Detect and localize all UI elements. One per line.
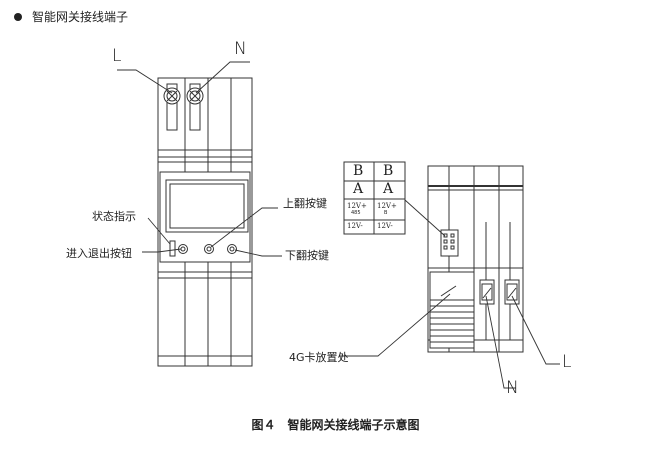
table-cell-12vplus-2: 12V+ [377, 202, 397, 210]
section-heading-text: 智能网关接线端子 [32, 10, 129, 24]
table-cell-a-2: A [383, 181, 394, 197]
status-indicator-icon [169, 240, 176, 257]
label-l-right: L [562, 352, 572, 372]
section-heading: 智能网关接线端子 [14, 8, 128, 25]
terminal-table-grid [343, 161, 406, 235]
label-n-top: N [234, 39, 247, 59]
leader-lines-right [340, 199, 560, 389]
table-cell-12vminus-2: 12V- [377, 222, 393, 230]
table-cell-12vplus-sub-2: B [384, 210, 388, 216]
table-cell-12vplus-1: 12V+ [347, 202, 367, 210]
label-down-key: 下翻按键 [285, 249, 329, 262]
terminal-screw-right-L-icon [504, 279, 520, 305]
label-enter-exit-button: 进入退出按钮 [66, 247, 132, 260]
label-up-key: 上翻按键 [283, 197, 327, 210]
label-n-bottom: N [506, 378, 519, 398]
table-cell-b-1: B [353, 163, 364, 179]
left-device-outline [157, 77, 253, 367]
label-l-left: L [112, 46, 122, 66]
table-cell-b-2: B [383, 163, 394, 179]
sim-card-slot-icon [429, 271, 475, 349]
bullet-icon [14, 12, 22, 21]
table-cell-12vplus-sub-1: 485 [351, 210, 361, 216]
table-cell-a-1: A [353, 181, 364, 197]
label-sim-card-slot: 4G卡放置处 [289, 351, 349, 364]
down-key-icon [227, 244, 237, 254]
figure-caption: 图４ 智能网关接线端子示意图 [251, 418, 420, 432]
terminal-screw-L-icon [163, 83, 181, 131]
label-status-indicator: 状态指示 [92, 210, 136, 223]
terminal-block-icon [440, 229, 459, 257]
table-cell-12vminus-1: 12V- [347, 222, 363, 230]
leader-lines-left [117, 61, 282, 257]
terminal-screw-N-icon [186, 83, 204, 131]
